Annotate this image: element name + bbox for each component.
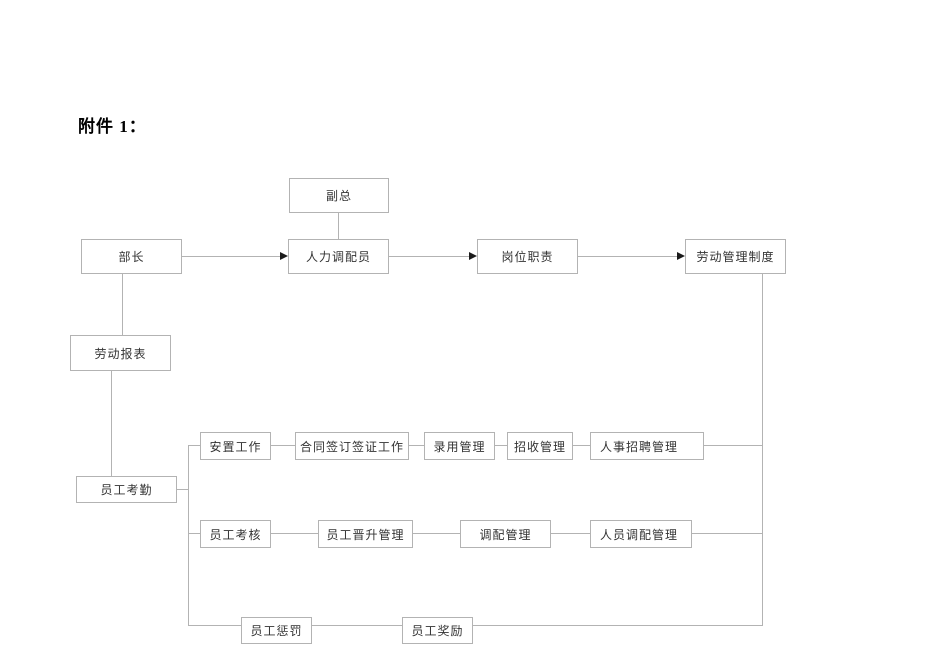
node-employee-punishment: 员工惩罚 [241,617,312,644]
connector-line [182,256,280,257]
connector-line [177,489,188,490]
node-employee-appraisal: 员工考核 [200,520,271,548]
connector-line [312,625,402,626]
node-labor-report: 劳动报表 [70,335,171,371]
node-hr-dispatcher: 人力调配员 [288,239,389,274]
connector-line [704,445,762,446]
arrowhead-icon [280,252,288,260]
connector-line [473,625,762,626]
node-hiring-management: 录用管理 [424,432,495,460]
node-employee-attendance: 员工考勤 [76,476,177,503]
connector-line [188,625,241,626]
connector-line [271,445,295,446]
node-hr-recruiting-management: 人事招聘管理 [590,432,704,460]
connector-line [495,445,507,446]
connector-line [578,256,677,257]
connector-line [413,533,460,534]
node-job-duties: 岗位职责 [477,239,578,274]
connector-line [389,256,469,257]
node-contract-signing-visa-work: 合同签订签证工作 [295,432,409,460]
arrowhead-icon [469,252,477,260]
node-employee-reward: 员工奖励 [402,617,473,644]
node-vice-general: 副总 [289,178,389,213]
node-labor-management-system: 劳动管理制度 [685,239,786,274]
node-placement-work: 安置工作 [200,432,271,460]
connector-line [762,274,763,626]
connector-line [692,533,762,534]
node-admission-management: 招收管理 [507,432,573,460]
connector-line [338,213,339,239]
connector-line [122,274,123,335]
node-employee-promotion-management: 员工晋升管理 [318,520,413,548]
node-personnel-allocation-management: 人员调配管理 [590,520,692,548]
connector-line [188,445,189,626]
connector-line [188,445,200,446]
connector-line [409,445,424,446]
connector-line [271,533,318,534]
node-minister: 部长 [81,239,182,274]
connector-line [573,445,590,446]
node-allocation-management: 调配管理 [460,520,551,548]
connector-line [111,371,112,476]
arrowhead-icon [677,252,685,260]
connector-line [551,533,590,534]
connector-line [188,533,200,534]
attachment-title: 附件 1： [78,117,147,136]
